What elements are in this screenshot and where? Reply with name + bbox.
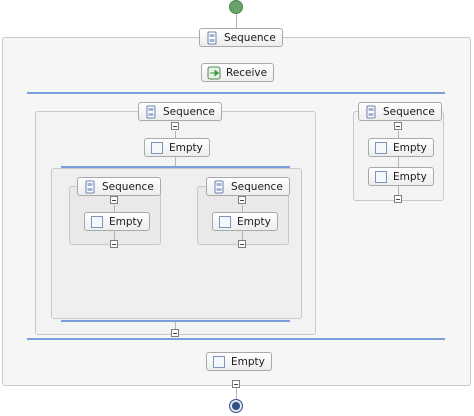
connector [398,186,399,195]
flow-join-bar [61,320,290,322]
flow-split-bar [27,92,445,94]
start-node[interactable] [229,0,243,14]
start-node-icon [229,0,243,14]
connector [236,14,237,28]
empty-icon [150,141,164,155]
receive-node[interactable]: Receive [201,63,275,82]
empty-node[interactable]: Empty [368,138,434,157]
sequence-node-label: Sequence [224,31,276,44]
sequence-node-nested-b[interactable]: Sequence [206,177,290,196]
empty-icon [212,355,226,369]
receive-icon [207,66,221,80]
empty-icon [374,141,388,155]
sequence-icon [364,105,378,119]
empty-node[interactable]: Empty [144,138,210,157]
collapse-toggle[interactable] [171,122,179,130]
empty-node[interactable]: Empty [212,212,278,231]
collapse-toggle[interactable] [394,195,402,203]
collapse-toggle[interactable] [110,240,118,248]
empty-icon [90,215,104,229]
sequence-icon [212,180,226,194]
empty-icon [374,170,388,184]
sequence-icon [83,180,97,194]
collapse-toggle[interactable] [394,122,402,130]
empty-node[interactable]: Empty [368,167,434,186]
empty-node-label: Empty [169,141,203,154]
empty-node-final[interactable]: Empty [206,352,272,371]
empty-node-label: Empty [237,215,271,228]
sequence-node-label: Sequence [383,105,435,118]
collapse-toggle[interactable] [238,196,246,204]
sequence-node-label: Sequence [163,105,215,118]
connector [114,231,115,240]
connector [175,157,176,167]
collapse-toggle[interactable] [232,380,240,388]
connector [242,205,243,212]
collapse-toggle[interactable] [171,329,179,337]
sequence-node-outer[interactable]: Sequence [199,28,283,47]
sequence-node-label: Sequence [102,180,154,193]
connector [114,205,115,212]
sequence-icon [205,31,219,45]
connector [398,157,399,167]
sequence-icon [144,105,158,119]
flow-split-bar [61,166,290,168]
receive-node-label: Receive [226,66,268,79]
empty-node-label: Empty [231,355,265,368]
sequence-node-right[interactable]: Sequence [358,102,442,121]
end-node[interactable] [229,399,243,413]
sequence-node-label: Sequence [231,180,283,193]
sequence-node-nested-a[interactable]: Sequence [77,177,161,196]
connector [398,131,399,138]
empty-icon [218,215,232,229]
connector [175,131,176,138]
empty-node-label: Empty [393,170,427,183]
empty-node-label: Empty [109,215,143,228]
empty-node[interactable]: Empty [84,212,150,231]
connector [242,231,243,240]
empty-node-label: Empty [393,141,427,154]
end-node-icon [229,399,243,413]
collapse-toggle[interactable] [238,240,246,248]
sequence-node-left[interactable]: Sequence [138,102,222,121]
connector [175,322,176,330]
flow-join-bar [27,338,445,340]
collapse-toggle[interactable] [110,196,118,204]
